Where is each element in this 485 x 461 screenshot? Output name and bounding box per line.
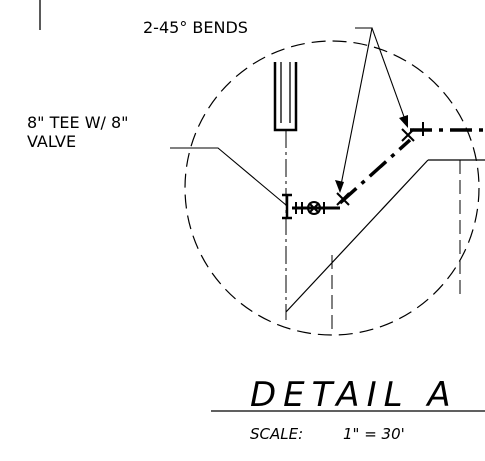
dashed-verticals — [331, 160, 461, 335]
tee-fitting — [282, 193, 292, 220]
tee-callout-line1: 8" TEE W/ 8" — [27, 113, 129, 132]
scale-value: 1" = 30' — [343, 425, 405, 443]
embankment-lines — [285, 159, 485, 313]
tee-callout-line2: VALVE — [27, 132, 76, 151]
bends-callout: 2-45° BENDS — [143, 18, 248, 37]
scale-label: SCALE: — [250, 425, 303, 443]
leader-arrowheads — [335, 115, 408, 193]
bend-marker-lower — [336, 192, 350, 206]
detail-title: DETAIL A — [250, 375, 458, 415]
detail-boundary-circle — [184, 40, 480, 336]
leader-lines — [170, 27, 408, 206]
vertical-pipe-stub — [273, 62, 298, 132]
pipe-run — [292, 128, 485, 210]
bend-marker-upper — [401, 122, 424, 142]
valve-symbol — [295, 201, 325, 215]
